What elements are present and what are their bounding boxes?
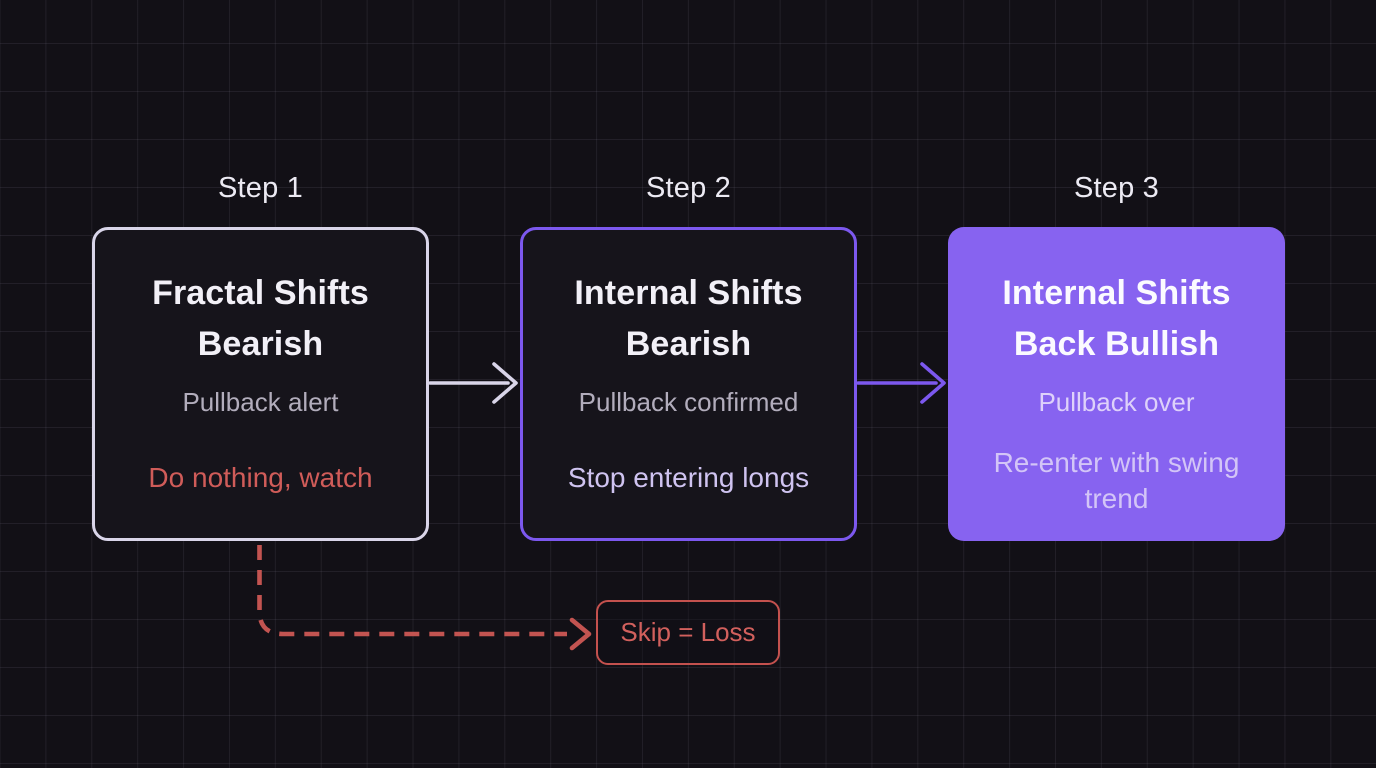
step3-title: Internal Shifts Back Bullish — [1002, 274, 1231, 363]
step1-action: Do nothing, watch — [148, 462, 373, 493]
skip-loss-label: Skip = Loss — [620, 617, 756, 647]
step1-label: Step 1 — [217, 172, 304, 204]
step1-subtitle: Pullback alert — [182, 387, 339, 417]
skip-loss-badge: Skip = Loss — [596, 600, 780, 665]
step2-subtitle: Pullback confirmed — [578, 387, 799, 417]
step3-card: Internal Shifts Back Bullish Pullback ov… — [948, 227, 1285, 541]
step2-label: Step 2 — [645, 172, 732, 204]
step1-card: Fractal Shifts Bearish Pullback alert Do… — [92, 227, 429, 541]
step1-title: Fractal Shifts Bearish — [152, 274, 369, 363]
arrow-step1-to-step2-icon — [428, 362, 518, 404]
step3-action: Re-enter with swing trend — [993, 447, 1240, 514]
step3-subtitle: Pullback over — [1038, 387, 1195, 417]
step2-action: Stop entering longs — [567, 462, 810, 493]
step2-card: Internal Shifts Bearish Pullback confirm… — [520, 227, 857, 541]
dashed-skip-arrow-icon — [257, 545, 592, 651]
step2-title: Internal Shifts Bearish — [574, 274, 803, 363]
step3-label: Step 3 — [1073, 172, 1160, 204]
arrow-step2-to-step3-icon — [856, 362, 946, 404]
